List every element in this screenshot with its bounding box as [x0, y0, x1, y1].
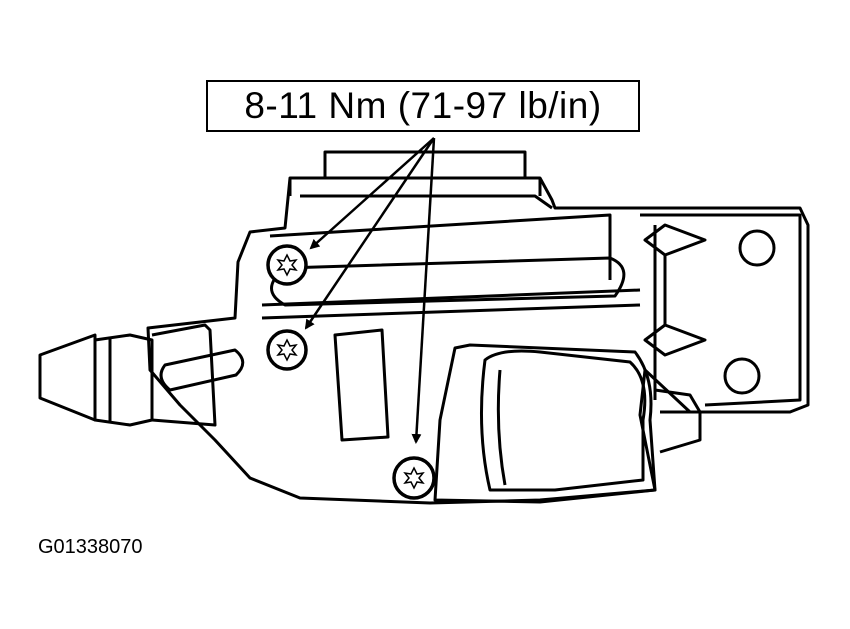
- torx-head-icon: [276, 253, 298, 277]
- actuator-cylinder: [433, 343, 702, 504]
- leader-arrows: [304, 137, 436, 444]
- torx-head-icon: [403, 466, 425, 490]
- torque-spec-callout: 8-11 Nm (71-97 lb/in): [206, 80, 640, 132]
- connector-nozzle: [38, 323, 245, 427]
- torx-head-icon: [276, 338, 298, 362]
- housing-body: [146, 150, 810, 505]
- fastener-2: [266, 329, 308, 371]
- leader-arrow-2: [304, 137, 436, 330]
- leader-arrow-1: [309, 137, 435, 250]
- fastener-3: [392, 456, 436, 500]
- fastener-1: [266, 244, 308, 286]
- torque-spec-text: 8-11 Nm (71-97 lb/in): [244, 85, 602, 126]
- figure-id: G01338070: [38, 536, 143, 558]
- leader-arrow-3: [411, 137, 436, 444]
